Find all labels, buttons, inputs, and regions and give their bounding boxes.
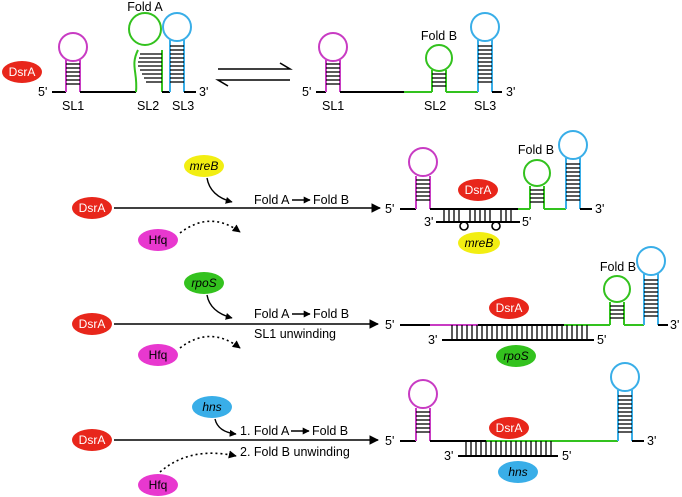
- dsra-oval: [458, 179, 498, 201]
- five-prime-label: 5': [38, 85, 47, 99]
- hfq-oval: [138, 344, 178, 366]
- fold-a-label: Fold A: [127, 0, 163, 14]
- fold-b-structure: 5' Fold B 3' SL1: [302, 12, 515, 113]
- sl2-label: SL2: [137, 99, 159, 113]
- svg-text:SL2: SL2: [424, 99, 446, 113]
- mreb-oval: [458, 232, 500, 254]
- hns-pathway: DsrA hns Hfq 1. Fold A Fold B 2. Fold B …: [72, 362, 656, 496]
- svg-text:3': 3': [428, 333, 437, 347]
- sl1-label: SL1: [62, 99, 84, 113]
- mreb-pathway: DsrA mreB Hfq Fold A Fold B 5' DsrA: [72, 130, 604, 254]
- equilibrium-arrows: [215, 62, 293, 87]
- svg-text:5': 5': [385, 434, 394, 448]
- hfq-oval: [138, 229, 178, 251]
- svg-text:Fold A: Fold A: [254, 193, 290, 207]
- svg-text:mreB: mreB: [190, 159, 219, 173]
- svg-text:hns: hns: [202, 400, 221, 414]
- sl3-hairpin: [162, 12, 196, 93]
- svg-text:SL1: SL1: [322, 99, 344, 113]
- svg-text:5': 5': [562, 449, 571, 463]
- svg-text:3': 3': [506, 85, 515, 99]
- svg-text:DsrA: DsrA: [496, 421, 523, 435]
- svg-text:SL1 unwinding: SL1 unwinding: [254, 327, 336, 341]
- fold-b-label: Fold B: [421, 29, 457, 43]
- svg-text:Hfq: Hfq: [149, 233, 168, 247]
- dsra-oval: [72, 313, 112, 335]
- svg-text:3': 3': [444, 449, 453, 463]
- svg-text:1. Fold A: 1. Fold A: [240, 424, 290, 438]
- dsra-oval: [72, 197, 112, 219]
- svg-text:Hfq: Hfq: [149, 348, 168, 362]
- svg-text:hns: hns: [508, 465, 527, 479]
- dsra-oval: [2, 61, 42, 83]
- dsra-oval: [489, 297, 529, 319]
- svg-text:5': 5': [597, 333, 606, 347]
- rpos-oval: [184, 272, 224, 294]
- svg-text:2. Fold B unwinding: 2. Fold B unwinding: [240, 445, 350, 459]
- svg-text:Fold B: Fold B: [312, 424, 348, 438]
- svg-text:DsrA: DsrA: [79, 201, 106, 215]
- svg-text:DsrA: DsrA: [79, 433, 106, 447]
- svg-text:Fold A: Fold A: [254, 307, 290, 321]
- dsra-oval: [489, 417, 529, 439]
- svg-text:3': 3': [424, 215, 433, 229]
- svg-text:Fold B: Fold B: [313, 193, 349, 207]
- fold-a-hairpin: [128, 12, 163, 93]
- hns-oval: [498, 461, 538, 483]
- fold-a-structure: DsrA 5' Fold A: [2, 0, 208, 113]
- svg-text:5': 5': [385, 318, 394, 332]
- rpos-pathway: DsrA rpoS Hfq Fold A Fold B SL1 unwindin…: [72, 246, 679, 367]
- svg-text:5': 5': [302, 85, 311, 99]
- svg-text:3': 3': [647, 434, 656, 448]
- sl3-label: SL3: [172, 99, 194, 113]
- sl1-hairpin: [58, 32, 88, 92]
- svg-text:Fold B: Fold B: [518, 143, 554, 157]
- svg-text:Fold B: Fold B: [313, 307, 349, 321]
- dsra-label: DsrA: [9, 65, 36, 79]
- svg-text:rpoS: rpoS: [503, 349, 528, 363]
- svg-text:5': 5': [522, 215, 531, 229]
- mreb-oval: [184, 155, 224, 177]
- three-prime-label: 3': [199, 85, 208, 99]
- hfq-oval: [138, 474, 178, 496]
- svg-text:DsrA: DsrA: [496, 301, 523, 315]
- svg-text:DsrA: DsrA: [465, 183, 492, 197]
- hns-oval: [192, 396, 232, 418]
- svg-text:rpoS: rpoS: [191, 276, 216, 290]
- svg-text:DsrA: DsrA: [79, 317, 106, 331]
- svg-text:mreB: mreB: [465, 236, 494, 250]
- dsra-oval: [72, 429, 112, 451]
- svg-text:3': 3': [595, 202, 604, 216]
- rpos-oval: [496, 345, 536, 367]
- svg-text:3': 3': [670, 318, 679, 332]
- svg-text:SL3: SL3: [474, 99, 496, 113]
- svg-text:Fold B: Fold B: [600, 260, 636, 274]
- svg-text:5': 5': [385, 202, 394, 216]
- svg-text:Hfq: Hfq: [149, 478, 168, 492]
